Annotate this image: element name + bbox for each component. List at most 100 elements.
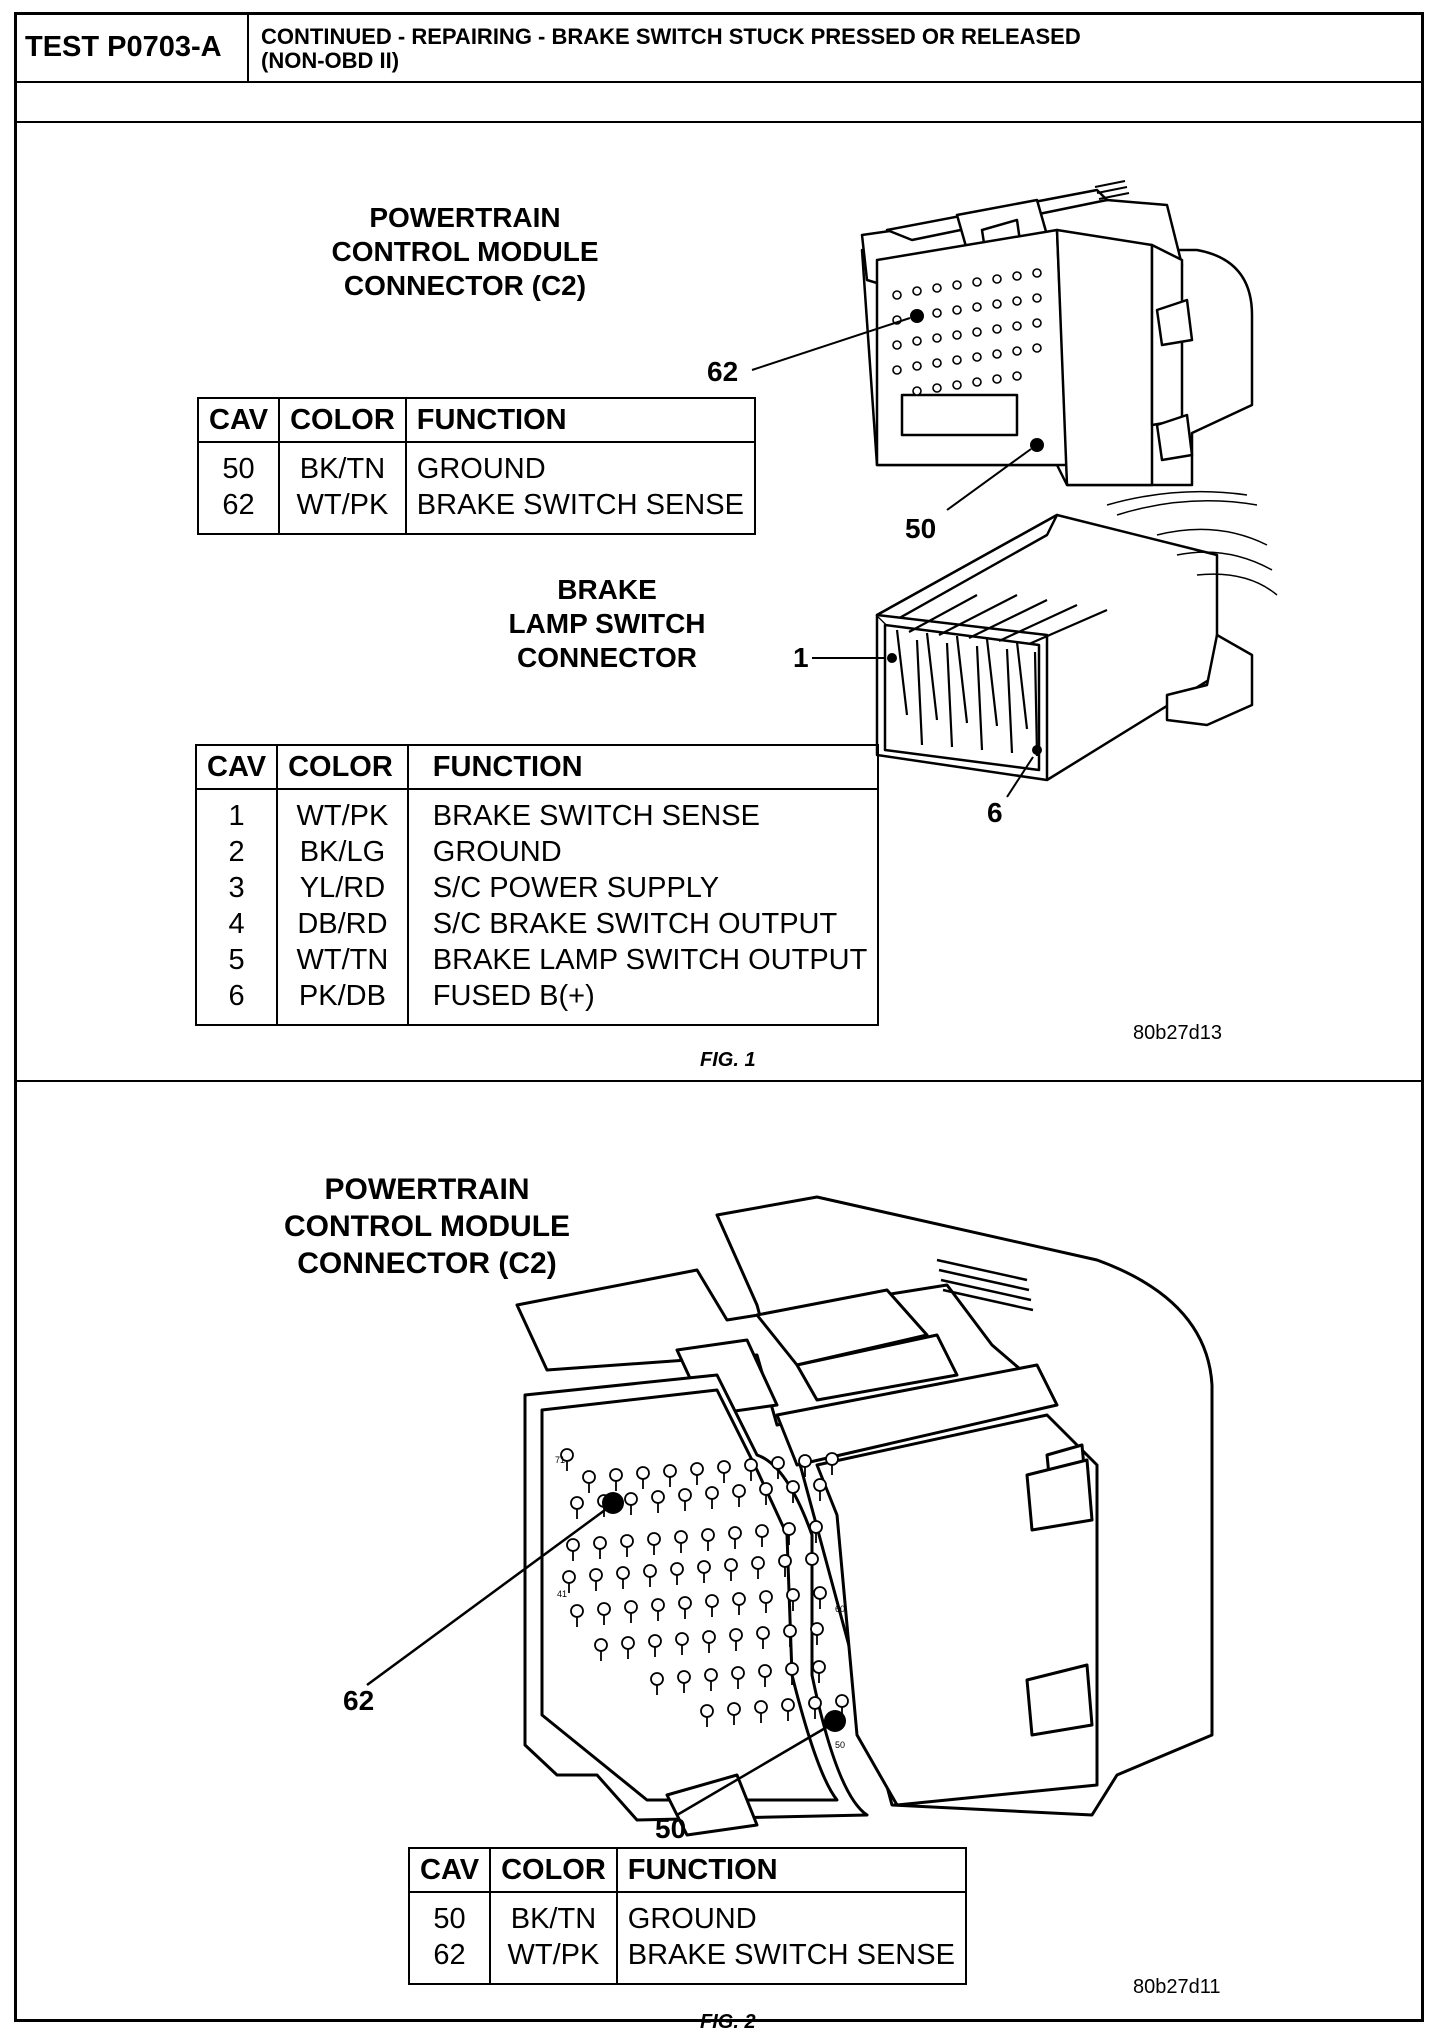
terminal-pin [809,1520,823,1534]
cell-cav: 4 [196,906,279,942]
label-line: LAMP SWITCH [508,608,706,639]
terminal-pin [678,1488,692,1502]
terminal-pin [697,1560,711,1574]
label-line: POWERTRAIN [324,1173,530,1206]
col-color: COLOR [277,745,409,790]
cell-function: GROUND [416,453,546,485]
terminal-pin [786,1480,800,1494]
table-header-row: CAV COLOR FUNCTION [196,745,879,790]
terminal-pin [825,1452,839,1466]
fig1-pcm-pinout-table: CAV COLOR FUNCTION 50 BK/TN GROUND 62 WT… [197,397,756,535]
test-title: CONTINUED - REPAIRING - BRAKE SWITCH STU… [261,25,1401,73]
col-cav: CAV [409,1848,492,1893]
col-function: FUNCTION [405,398,755,443]
terminal-pin [812,1660,826,1674]
cell-function: S/C POWER SUPPLY [432,872,720,904]
terminal-pin [651,1598,665,1612]
terminal-pin [704,1668,718,1682]
terminal-pin [597,1602,611,1616]
fig1-switch-cavity-1-marker [887,653,897,663]
cell-cav: 62 [198,487,281,534]
terminal-pin [616,1566,630,1580]
cell-cav: 62 [409,1937,492,1984]
terminal-pin [690,1462,704,1476]
terminal-pin [663,1464,677,1478]
terminal-pin [643,1564,657,1578]
cell-function: GROUND [432,836,562,868]
cell-color: DB/RD [277,906,409,942]
terminal-pin [562,1570,576,1584]
terminal-pin [700,1704,714,1718]
terminal-pin [701,1528,715,1542]
terminal-pin [589,1568,603,1582]
terminal-pin [651,1490,665,1504]
col-color: COLOR [279,398,407,443]
fig1-cavity-62-marker [910,309,924,323]
fig1-caption: FIG. 1 [700,1049,756,1071]
terminal-pin [813,1586,827,1600]
terminal-pin [785,1662,799,1676]
label-line: POWERTRAIN [369,202,561,233]
fig2-pin-mark-41: 41 [557,1589,567,1599]
terminal-pin [810,1622,824,1636]
col-cav: CAV [198,398,281,443]
cell-cav: 1 [196,789,279,834]
terminal-pin [732,1592,746,1606]
fig1-switch-pinout-table: CAV COLOR FUNCTION 1 WT/PK BRAKE SWITCH … [195,744,880,1026]
fig1-callout-50: 50 [905,513,937,544]
terminal-pin [570,1496,584,1510]
cell-function: BRAKE SWITCH SENSE [416,489,744,521]
terminal-pin [755,1524,769,1538]
cell-cav: 50 [409,1892,492,1937]
fig1-callout-1: 1 [793,642,809,673]
label-line: CONNECTOR [517,642,697,673]
fig1-leader-50 [946,448,1032,511]
terminal-pin [677,1670,691,1684]
fig2-pin-mark-50: 50 [835,1740,845,1750]
cell-color: WT/PK [279,487,407,534]
fig1-brake-switch-connector-label: BRAKE LAMP SWITCH CONNECTOR [427,573,787,675]
test-header: TEST P0703-A CONTINUED - REPAIRING - BRA… [17,15,1421,83]
terminal-pin [648,1634,662,1648]
fig1-pcm-connector-drawing [751,180,1254,511]
fig1-brake-switch-connector-drawing [812,490,1278,798]
cell-color: YL/RD [277,870,409,906]
cell-function: BRAKE SWITCH SENSE [432,800,760,832]
table-row: 1 WT/PK BRAKE SWITCH SENSE [196,789,878,834]
cell-color: WT/PK [277,789,409,834]
test-id: TEST P0703-A [17,15,249,83]
cell-cav: 3 [196,870,279,906]
label-line: BRAKE [557,574,657,605]
fig2-pin-mark-60: 60 [835,1604,845,1614]
figure-divider [17,1080,1421,1082]
terminal-pin [566,1538,580,1552]
table-row: 4 DB/RD S/C BRAKE SWITCH OUTPUT [196,906,878,942]
cell-cav: 5 [196,942,279,978]
fig1-image-code: 80b27d13 [1133,1022,1222,1044]
terminal-pin [675,1632,689,1646]
col-function: FUNCTION [616,1848,966,1893]
terminal-pin [678,1596,692,1610]
terminal-pin [717,1460,731,1474]
fig2-pcm-connector-drawing: 71 41 60 50 [366,1195,1214,1837]
cell-cav: 6 [196,978,279,1025]
terminal-pin [732,1484,746,1498]
terminal-pin [729,1628,743,1642]
terminal-pin [728,1526,742,1540]
service-manual-page: TEST P0703-A CONTINUED - REPAIRING - BRA… [14,12,1424,2033]
terminal-pin [593,1536,607,1550]
fig2-caption: FIG. 2 [700,2011,756,2033]
terminal-pin [570,1604,584,1618]
fig2-callout-62: 62 [343,1685,375,1716]
label-line: CONNECTOR (C2) [343,270,587,301]
terminal-pin [727,1702,741,1716]
terminal-pin [621,1636,635,1650]
terminal-pin [758,1664,772,1678]
table-row: 50 BK/TN GROUND [198,442,755,487]
fig2-pcm-connector-label: POWERTRAIN CONTROL MODULE CONNECTOR (C2) [227,1171,627,1282]
terminal-pin [647,1532,661,1546]
terminal-pin [674,1530,688,1544]
test-title-line-2: (NON-OBD II) [261,48,400,73]
fig2-leader-50 [676,1725,828,1817]
label-line: CONTROL MODULE [283,1210,571,1243]
